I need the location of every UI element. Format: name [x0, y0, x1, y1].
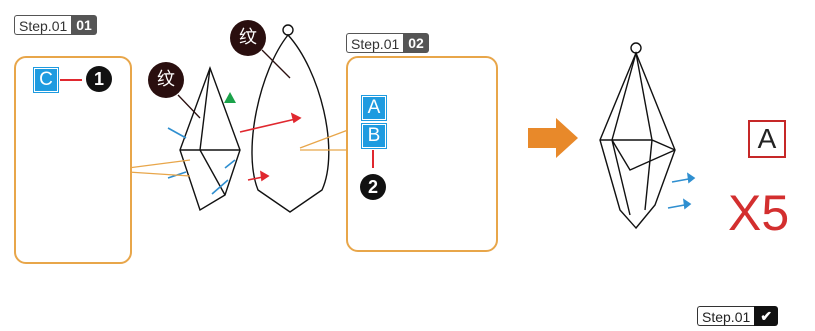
part-number-badge: 2 — [360, 174, 386, 200]
step-complete-tag: Step.01 ✔ — [697, 306, 779, 326]
piece-count: X5 — [728, 185, 790, 241]
pattern-bubble-2: 纹 — [230, 20, 266, 56]
step-label: Step.01 — [346, 33, 404, 53]
step-number: 02 — [403, 33, 429, 53]
assembled-lantern — [599, 42, 676, 230]
connector-dash — [60, 79, 82, 81]
instruction-panel-2 — [346, 56, 498, 252]
step-label: Step.01 — [14, 15, 72, 35]
callout-lines — [127, 129, 349, 177]
pattern-bubble-1: 纹 — [148, 62, 184, 98]
part-letter-badge-a: A — [362, 96, 386, 120]
instruction-panel-1 — [14, 56, 132, 264]
part-letter-badge: C — [34, 68, 58, 92]
tab-arrows — [167, 127, 696, 210]
connector-dash — [372, 150, 374, 168]
flat-hook-piece — [251, 24, 330, 213]
step-label: Step.01 — [697, 306, 755, 326]
green-marker-icon — [224, 92, 236, 103]
step-tag-01: Step.01 01 — [14, 15, 97, 35]
part-number-badge: 1 — [86, 66, 112, 92]
placement-arrows — [239, 112, 302, 182]
folded-shell-piece — [179, 65, 241, 212]
bubble-tails — [177, 49, 291, 119]
result-arrow-icon — [528, 118, 578, 158]
piece-label-box: A — [748, 120, 786, 158]
part-letter-badge-b: B — [362, 124, 386, 148]
step-number: 01 — [71, 15, 97, 35]
step-tag-02: Step.01 02 — [346, 33, 429, 53]
checkmark-icon: ✔ — [754, 306, 779, 326]
